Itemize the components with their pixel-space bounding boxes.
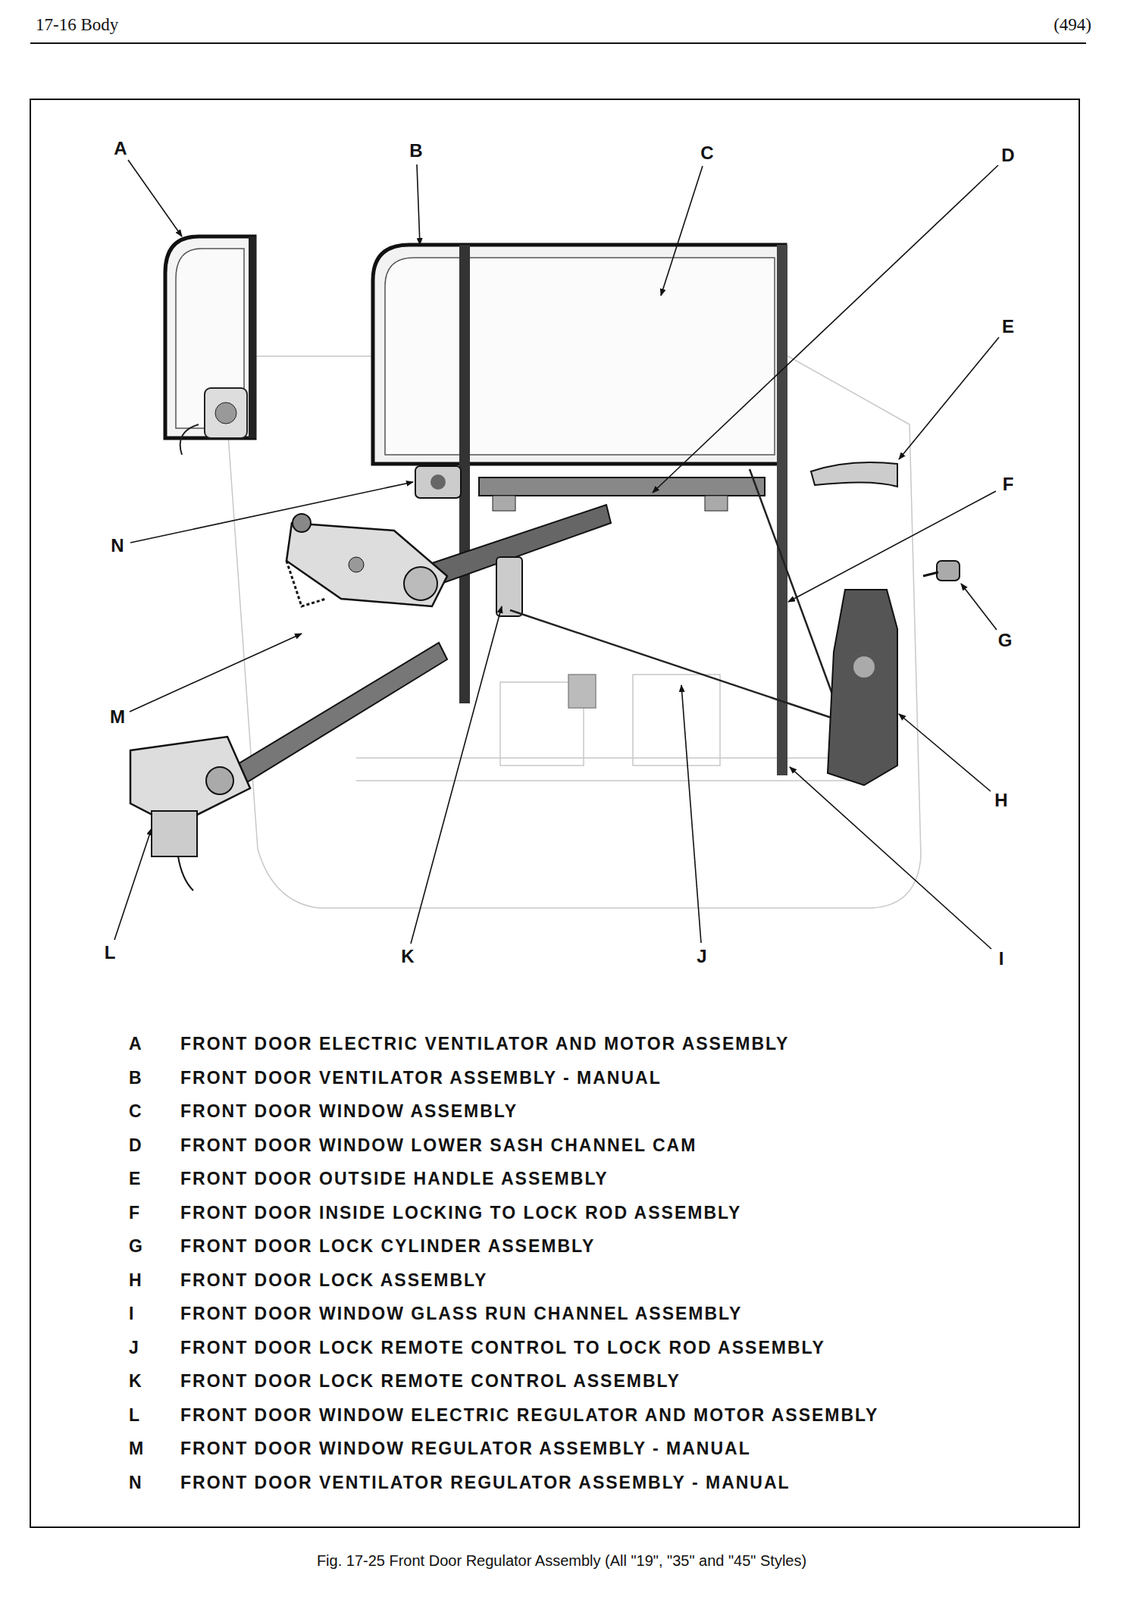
window-frame (372, 244, 788, 776)
key-letter: C (128, 1101, 144, 1122)
callout-letter: G (998, 629, 1013, 652)
callout-letter: A (113, 137, 127, 160)
key-letter: L (128, 1405, 141, 1426)
key-description: FRONT DOOR WINDOW LOWER SASH CHANNEL CAM (180, 1135, 697, 1156)
key-description: FRONT DOOR WINDOW REGULATOR ASSEMBLY - M… (180, 1438, 752, 1460)
key-letter: A (128, 1033, 144, 1055)
manual-regulator (286, 504, 611, 607)
leader-lines (114, 159, 999, 949)
key-letter: H (128, 1270, 144, 1291)
key-letter: M (128, 1438, 145, 1460)
lock-linkage (496, 469, 836, 720)
key-description: FRONT DOOR WINDOW GLASS RUN CHANNEL ASSE… (180, 1303, 743, 1325)
callout-letter: D (1001, 144, 1015, 166)
key-description: FRONT DOOR LOCK REMOTE CONTROL TO LOCK R… (180, 1337, 826, 1359)
lock-parts (810, 462, 960, 786)
vent-regulator (415, 466, 461, 498)
key-description: FRONT DOOR VENTILATOR REGULATOR ASSEMBLY… (180, 1472, 791, 1494)
key-letter: D (128, 1135, 144, 1156)
key-description: FRONT DOOR OUTSIDE HANDLE ASSEMBLY (180, 1168, 609, 1190)
key-letter: I (128, 1303, 135, 1325)
callout-letter: C (700, 142, 714, 164)
key-description: FRONT DOOR WINDOW ASSEMBLY (180, 1101, 518, 1122)
callout-letter: J (696, 945, 707, 968)
key-letter: F (128, 1202, 141, 1224)
key-description: FRONT DOOR WINDOW ELECTRIC REGULATOR AND… (180, 1405, 879, 1426)
key-description: FRONT DOOR LOCK ASSEMBLY (180, 1270, 488, 1291)
key-letter: G (128, 1236, 145, 1257)
key-letter: J (128, 1337, 141, 1359)
figure-caption: Fig. 17-25 Front Door Regulator Assembly… (316, 1552, 807, 1570)
callout-letter: H (994, 789, 1008, 811)
key-description: FRONT DOOR ELECTRIC VENTILATOR AND MOTOR… (180, 1033, 789, 1055)
key-letter: K (128, 1371, 144, 1392)
callout-letter: E (1001, 316, 1015, 338)
key-letter: E (128, 1168, 142, 1190)
key-letter: B (128, 1067, 144, 1089)
callout-letter: I (998, 948, 1005, 970)
header-rule (30, 42, 1087, 44)
page-number: (494) (1053, 15, 1092, 35)
callout-letter: B (409, 140, 423, 162)
key-letter: N (128, 1472, 144, 1494)
vent-window-electric (165, 236, 257, 455)
callout-letter: M (109, 706, 126, 728)
callout-letter: K (400, 945, 414, 968)
callout-letter: L (104, 942, 116, 964)
page-header: 17-16 Body (35, 15, 119, 35)
key-description: FRONT DOOR LOCK REMOTE CONTROL ASSEMBLY (180, 1371, 681, 1392)
key-description: FRONT DOOR LOCK CYLINDER ASSEMBLY (180, 1236, 595, 1257)
key-description: FRONT DOOR INSIDE LOCKING TO LOCK ROD AS… (180, 1202, 742, 1224)
electric-regulator (130, 642, 448, 891)
callout-letter: N (110, 535, 124, 557)
figure-frame (30, 99, 1080, 1528)
callout-letter: F (1002, 473, 1015, 495)
key-description: FRONT DOOR VENTILATOR ASSEMBLY - MANUAL (180, 1067, 662, 1089)
